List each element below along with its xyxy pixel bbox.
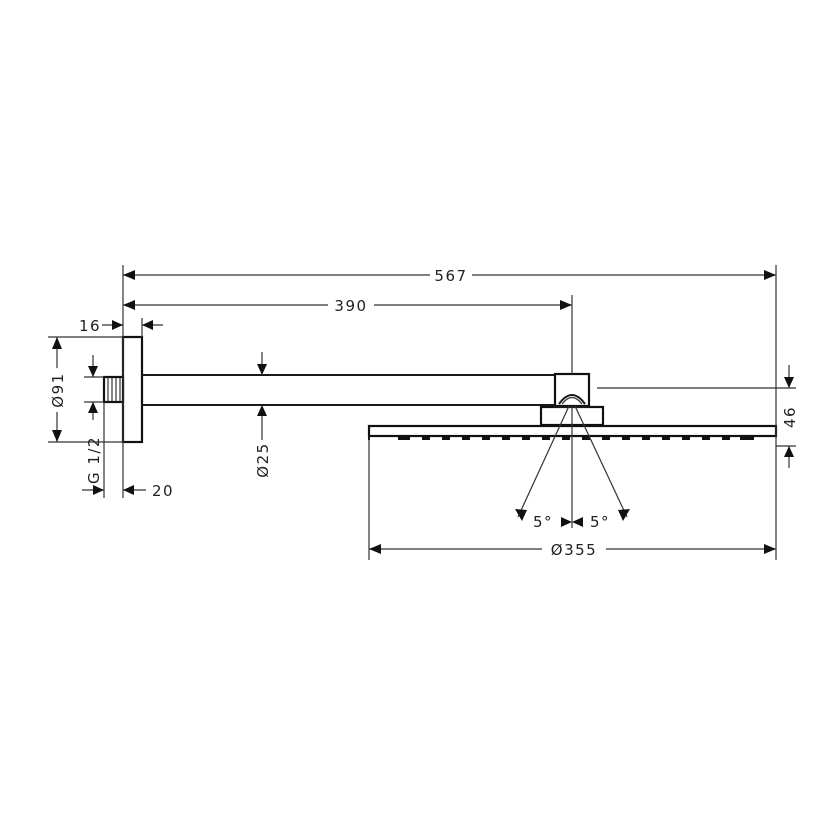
dim-thread: G 1/2	[85, 355, 103, 484]
label-20: 20	[152, 482, 174, 500]
nozzles	[398, 437, 754, 440]
extension-lines	[48, 265, 796, 560]
label-head-diameter: Ø355	[551, 541, 597, 559]
dim-overall-length: 567	[123, 265, 776, 285]
thread-connector	[102, 375, 125, 404]
dim-tilt-angle: 5° 5°	[515, 405, 630, 531]
dim-arm-diameter: Ø25	[254, 352, 272, 478]
dim-arm-length: 390	[123, 295, 572, 315]
shower-arm	[142, 374, 556, 406]
label-46: 46	[781, 406, 799, 428]
label-16: 16	[79, 317, 101, 335]
dim-head-height: 46	[781, 365, 799, 468]
ball-joint	[539, 372, 605, 427]
label-arm-diameter: Ø25	[254, 442, 272, 477]
dim-flange-diameter: Ø91	[47, 337, 67, 442]
label-567: 567	[434, 267, 467, 285]
dim-thread-length: 20	[82, 482, 174, 500]
wall-flange	[121, 335, 144, 444]
label-tilt-left: 5°	[533, 513, 553, 531]
label-thread: G 1/2	[85, 436, 103, 484]
dim-flange-thickness: 16	[79, 317, 163, 335]
label-flange-diameter: Ø91	[49, 372, 67, 407]
label-tilt-right: 5°	[590, 513, 610, 531]
dim-head-diameter: Ø355	[369, 539, 776, 559]
label-390: 390	[334, 297, 367, 315]
